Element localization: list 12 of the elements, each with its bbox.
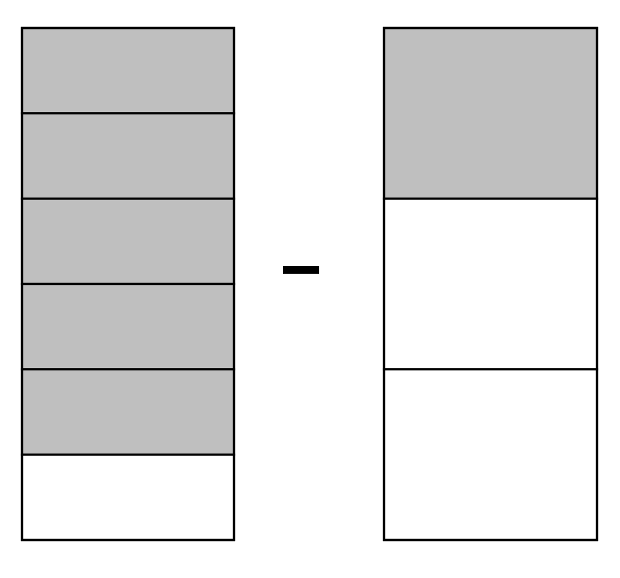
fraction-cell [382, 198, 598, 370]
fraction-bar [20, 26, 236, 542]
fraction-cell [382, 368, 598, 542]
fraction-cell [20, 112, 236, 200]
fraction-cell [20, 282, 236, 370]
fraction-cell [20, 368, 236, 456]
fraction-bar [382, 26, 598, 542]
minus-sign: − [282, 266, 320, 274]
fraction-cell [20, 26, 236, 114]
fraction-cell [382, 26, 598, 200]
fraction-cell [20, 198, 236, 286]
fraction-cell [20, 454, 236, 542]
